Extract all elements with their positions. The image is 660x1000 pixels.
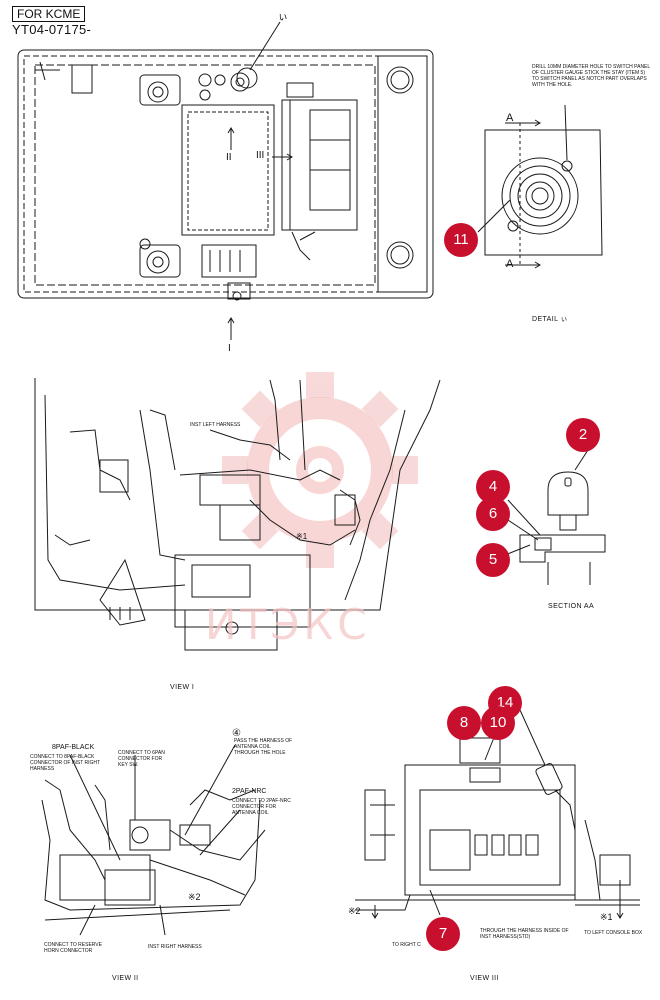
header-code: YT04-07175-	[12, 22, 92, 37]
arrow-label-ii: II	[226, 152, 232, 163]
callout-10: 10	[481, 706, 515, 740]
callout-2: 2	[566, 418, 600, 452]
view-i	[34, 378, 441, 651]
view-ii-caption: VIEW II	[112, 975, 139, 982]
arrow-label-iii: III	[256, 150, 265, 161]
watermark-gear	[247, 397, 393, 543]
view-iii-caption: VIEW III	[470, 975, 499, 982]
paf-black-note: 8PAF-BLACK	[52, 744, 95, 751]
ref-x1-mark: ※1	[296, 532, 308, 541]
ref-x1-view3-mark: ※1	[600, 912, 613, 922]
inst-left-harness-note: INST LEFT HARNESS	[190, 422, 241, 428]
arrow-label-i: I	[228, 343, 231, 354]
pass-harness-note: PASS THE HARNESS OF ANTENNA COIL THROUGH…	[234, 738, 293, 756]
view-iii	[355, 709, 640, 919]
paf-nrc-note: 2PAF-NRC	[232, 788, 267, 795]
callout-7: 7	[426, 917, 460, 951]
detail-reference-mark: ぃ	[278, 12, 288, 23]
callout-11: 11	[444, 223, 478, 257]
to-left-console-note: TO LEFT CONSOLE BOX	[584, 930, 643, 936]
view-ii	[41, 744, 266, 936]
watermark-text: ИТЭКС	[205, 600, 371, 649]
ref-x2-mark: ※2	[188, 892, 201, 902]
through-harness-note: THROUGH THE HARNESS INSIDE OF INST HARNE…	[480, 928, 569, 940]
view-i-caption: VIEW I	[170, 684, 195, 691]
plan-view	[17, 21, 434, 340]
ref-x2-view3-mark: ※2	[348, 906, 361, 916]
section-aa-caption: SECTION AA	[548, 603, 595, 610]
connect-2paf-note: CONNECT TO 2PAF-NRC CONNECTOR FOR ANTENN…	[232, 798, 291, 816]
connect-black-note: CONNECT TO 8PAF-BLACK CONNECTOR OF INST …	[30, 754, 101, 772]
inst-right-harness-note: INST RIGHT HARNESS	[148, 944, 202, 950]
callout-5: 5	[476, 543, 510, 577]
section-aa	[504, 449, 606, 585]
header-tag: FOR KCME	[12, 6, 86, 22]
connect-reserve-note: CONNECT TO RESERVE HORN CONNECTOR	[44, 942, 102, 954]
callout-8: 8	[447, 706, 481, 740]
to-right-note: TO RIGHT C	[392, 942, 421, 948]
connect-6pan-note: CONNECT TO 6PAN CONNECTOR FOR KEY SW.	[118, 750, 165, 768]
callout-6: 6	[476, 497, 510, 531]
detail-instruction-note: DRILL 10mm DIAMETER HOLE TO SWITCH PANEL…	[532, 64, 650, 88]
detail-caption: DETAIL ぃ	[532, 316, 568, 323]
detail-view	[477, 104, 603, 269]
ref-4-mark: ④	[232, 728, 241, 739]
section-a-top: A	[506, 112, 514, 124]
section-a-bottom: A	[506, 258, 514, 270]
